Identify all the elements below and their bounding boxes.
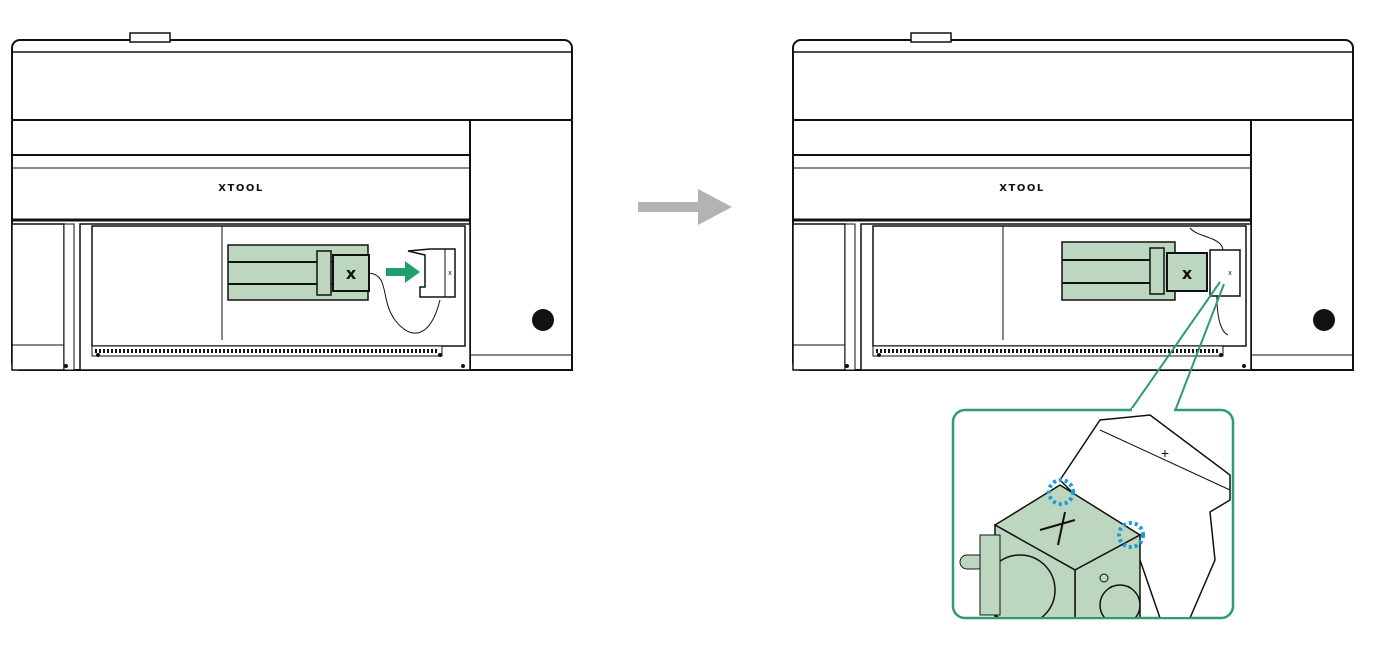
svg-text:x: x	[346, 264, 357, 283]
svg-text:x: x	[1182, 264, 1193, 283]
module-dock: x	[407, 248, 456, 298]
callout-pointer	[1129, 281, 1225, 412]
svg-text:x: x	[1228, 270, 1232, 277]
step-arrow-icon	[638, 189, 732, 225]
svg-text:x: x	[448, 270, 452, 277]
svg-text:+: +	[1161, 445, 1169, 461]
laser-module: x	[227, 244, 441, 334]
alignment-marker-icon	[1047, 478, 1145, 549]
machine-logo: XTOOL	[218, 183, 263, 194]
laser-module-installed: x x	[1061, 227, 1241, 336]
machine-logo: XTOOL	[999, 183, 1044, 194]
machine-after: XTOOL x x	[791, 31, 1355, 412]
insert-arrow-icon	[386, 261, 420, 283]
machine-before: XTOOL x x	[10, 31, 574, 372]
detail-callout: +	[951, 408, 1235, 620]
